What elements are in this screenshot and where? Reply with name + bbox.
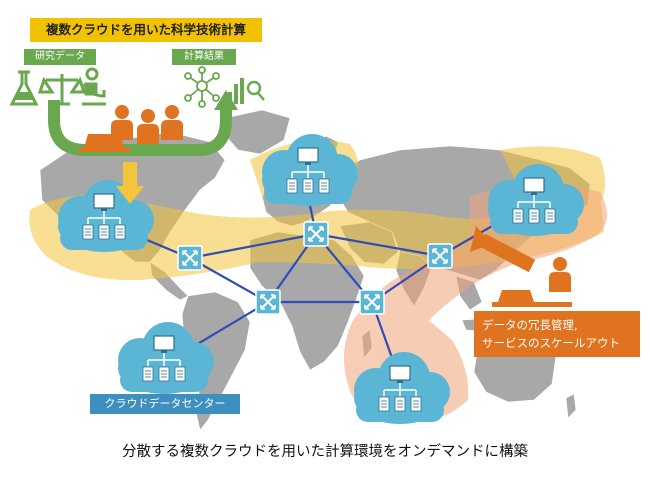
microscope-icon [82,67,106,106]
cloud-datacenter-tag: クラウドデータセンター [90,394,240,414]
workflow-arrows [48,90,238,204]
results-tag: 計算結果 [172,49,236,65]
operator-block [470,226,572,307]
diagram-caption: 分散する複数クラウドを用いた計算環境をオンデマンドに構築 [122,444,528,460]
switch-icon [359,289,385,315]
laptop-icon [498,290,534,302]
research-icons [9,66,265,108]
redundancy-note: データの冗長管理, サービスのスケールアウト [474,311,640,357]
diagram-title: 複数クラウドを用いた科学技術計算 [30,18,262,42]
magnifier-icon [246,80,265,101]
switch-icon [303,221,329,247]
switch-icon [427,243,453,269]
switch-icon [177,245,203,271]
bar-chart-icon [228,78,244,104]
balance-scale-icon [37,74,87,106]
network-graph-icon [184,66,220,108]
operator-person-icon [549,257,571,292]
researchers-group [78,105,183,152]
research-data-tag: 研究データ [24,49,96,65]
switch-icon [255,289,281,315]
flask-icon [9,70,39,106]
